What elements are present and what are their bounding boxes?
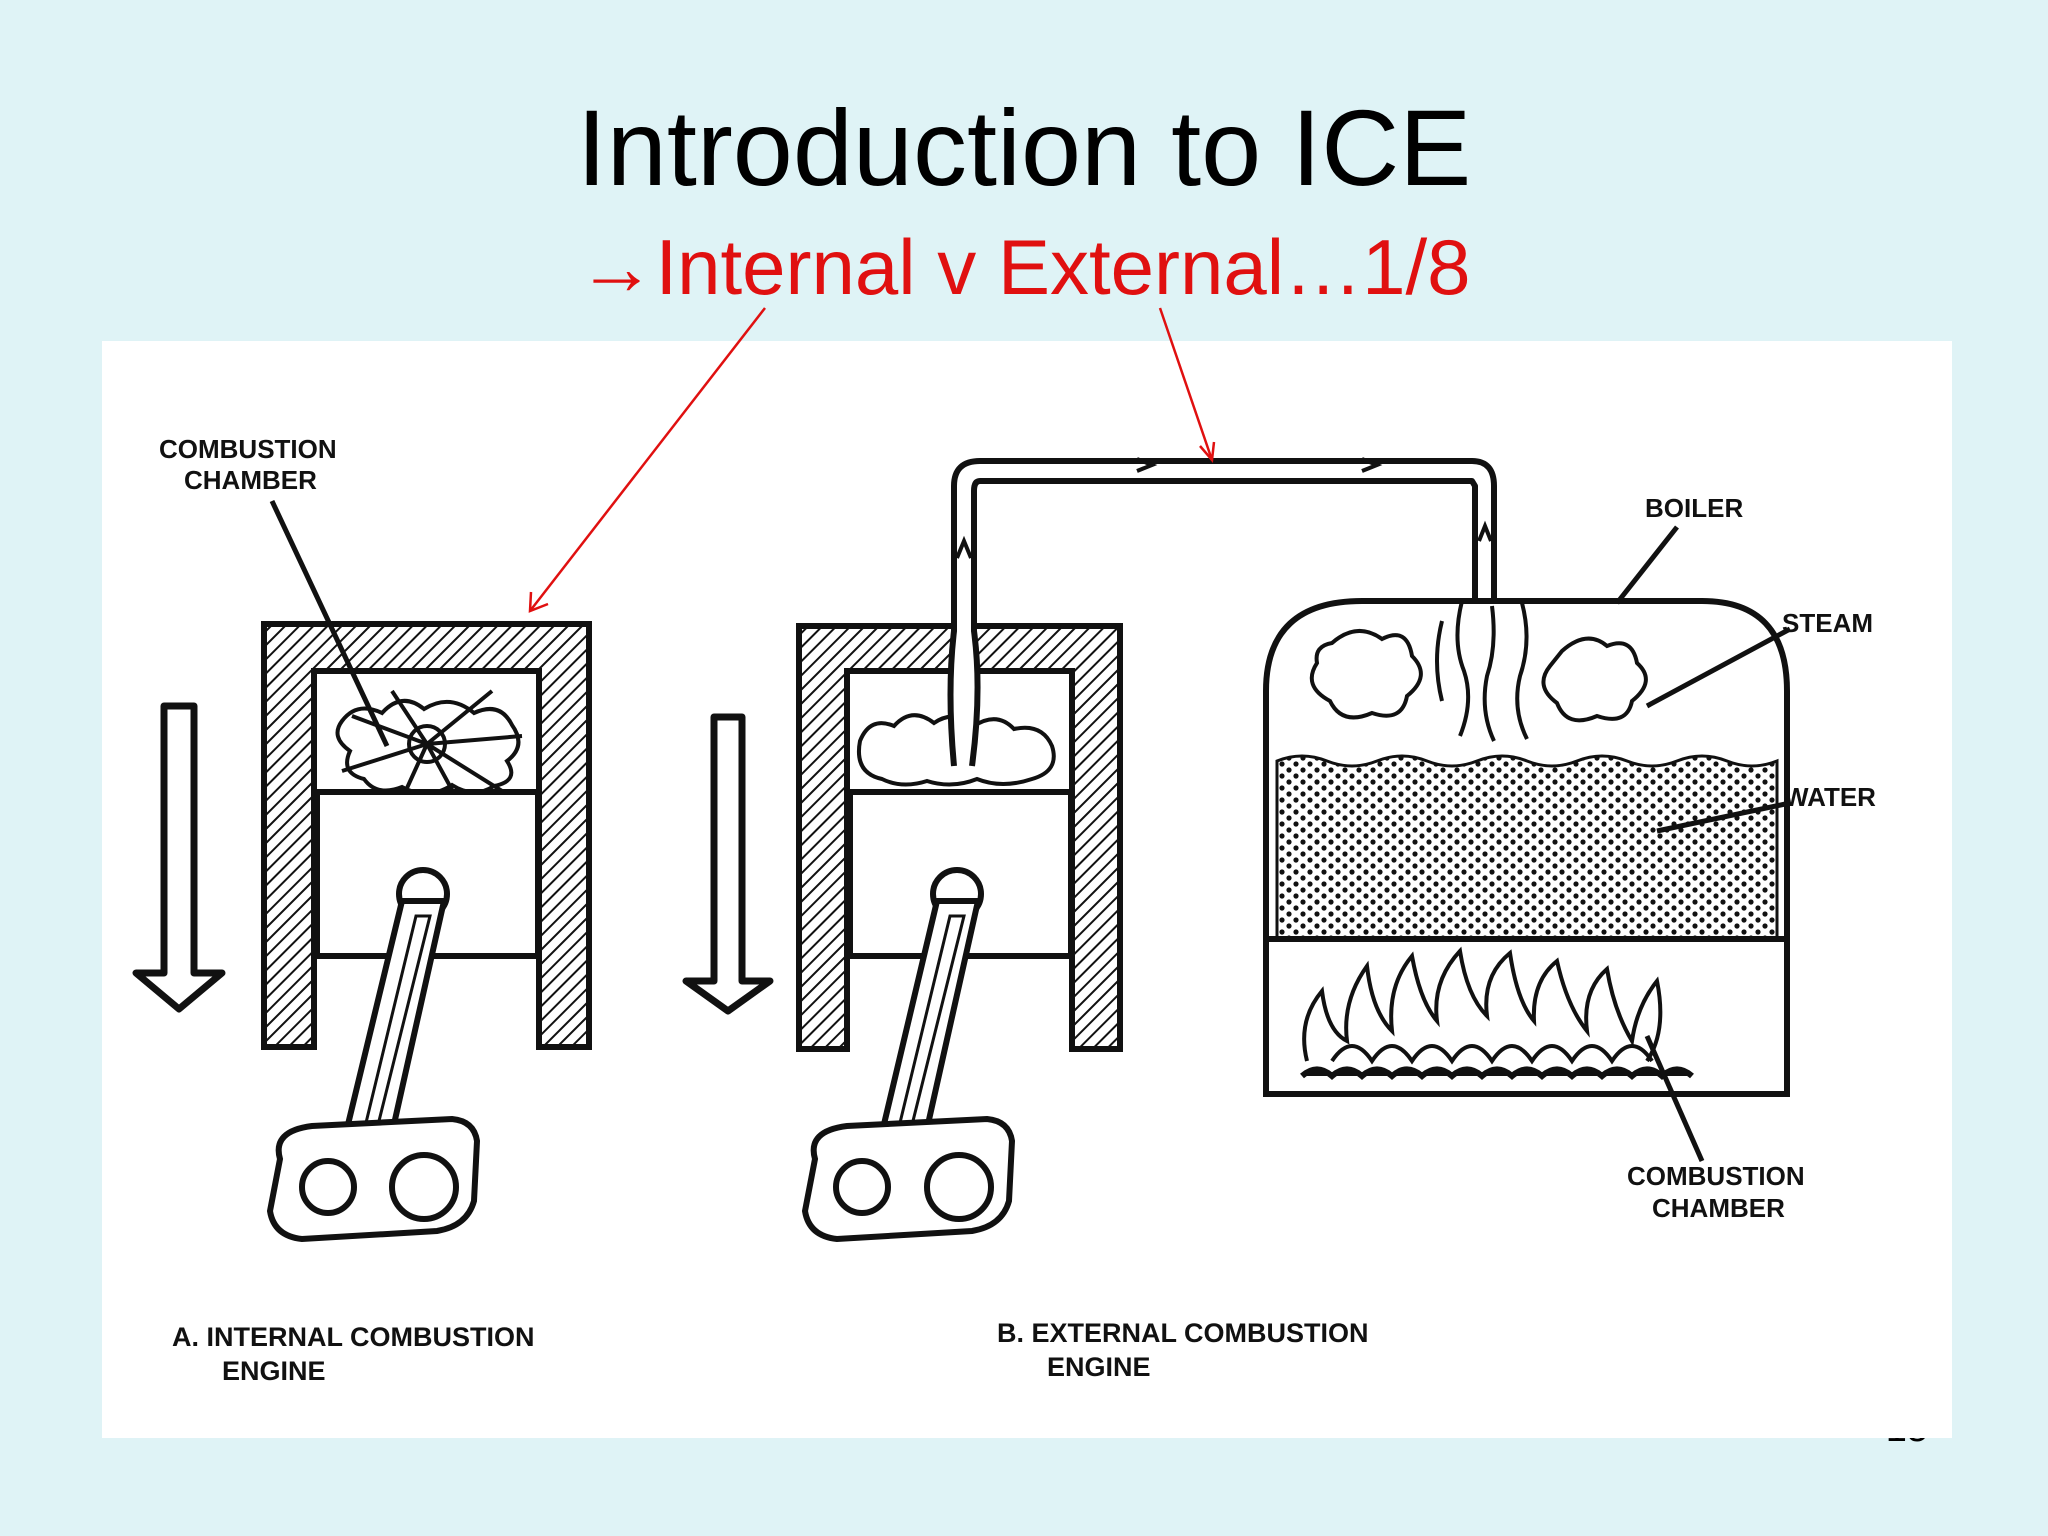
combustion-explosion (335, 689, 523, 800)
combustion-chamber-label-line1: COMBUSTION (159, 434, 337, 464)
water-label: WATER (1784, 782, 1876, 812)
down-arrow-icon (682, 713, 774, 1015)
boiler-label: BOILER (1645, 493, 1743, 523)
combustion-chamber-label-line2: CHAMBER (184, 465, 317, 495)
pointer-arrow-internal (528, 307, 766, 613)
slide-subtitle: →Internal v External…1/8 (0, 222, 2048, 312)
slide-title: Introduction to ICE (576, 87, 1472, 208)
engine-comparison-figure: COMBUSTION CHAMBER A. INTERNAL COMBUSTIO… (102, 341, 1952, 1438)
subtitle-text: Internal v External…1/8 (655, 223, 1471, 311)
external-combustion-chamber-label-line1: COMBUSTION (1627, 1161, 1805, 1191)
internal-caption-line1: A. INTERNAL COMBUSTION (172, 1322, 535, 1352)
engine-diagram: COMBUSTION CHAMBER A. INTERNAL COMBUSTIO… (132, 434, 1876, 1386)
right-arrow-icon: → (577, 223, 656, 311)
boiler (1263, 598, 1790, 1097)
flames (1302, 946, 1663, 1065)
external-caption-line2: ENGINE (1047, 1352, 1151, 1382)
cylinder-wall (796, 623, 1123, 1052)
steam-label: STEAM (1782, 608, 1873, 638)
cylinder-wall (261, 621, 592, 1050)
internal-engine: COMBUSTION CHAMBER A. INTERNAL COMBUSTIO… (132, 434, 592, 1386)
internal-caption-line2: ENGINE (222, 1356, 326, 1386)
external-caption-line1: B. EXTERNAL COMBUSTION (997, 1318, 1369, 1348)
pointer-arrow-external (1158, 307, 1216, 463)
external-combustion-chamber-label-line2: CHAMBER (1652, 1193, 1785, 1223)
external-engine: BOILER STEAM WATER COMBUSTION CHAMBER B.… (682, 457, 1876, 1382)
steam-pipe (947, 458, 1497, 767)
down-arrow-icon (132, 702, 226, 1013)
